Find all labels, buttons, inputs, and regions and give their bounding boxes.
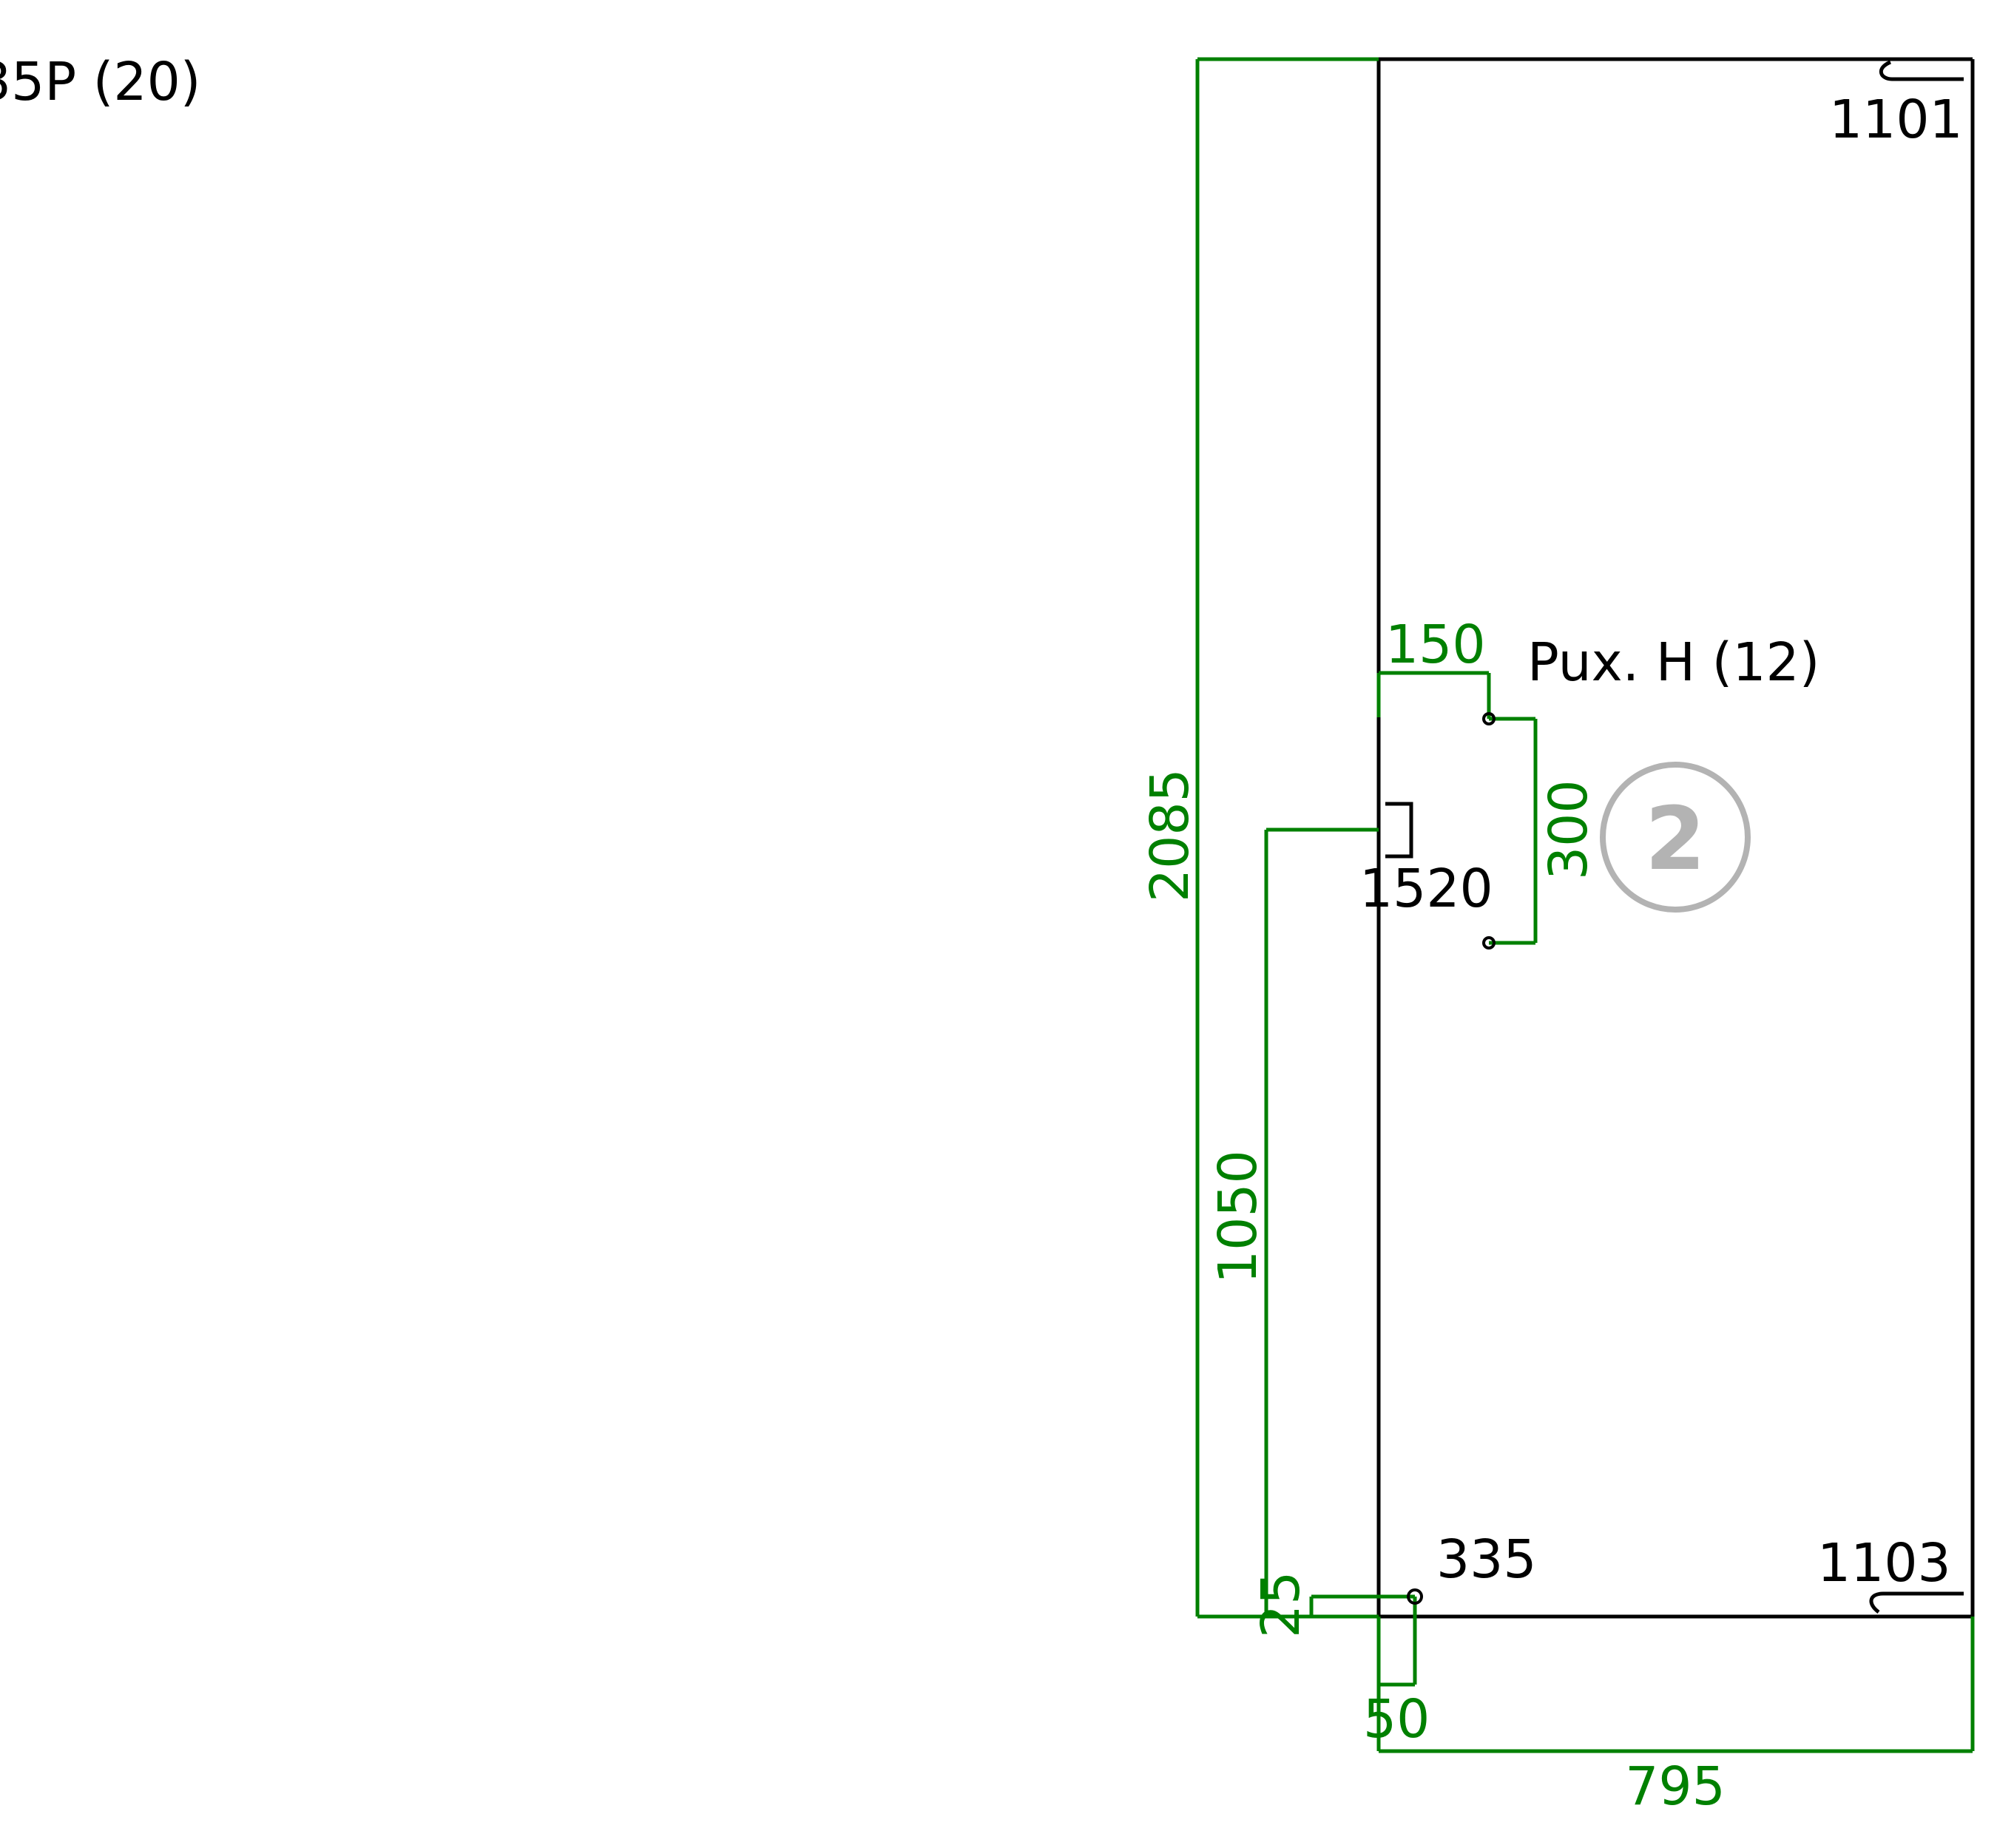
dimension-width-label: 795 (1625, 1756, 1726, 1817)
hardware-code-bottom: 1103 (1817, 1532, 1951, 1594)
dimension-handle-height (1264, 827, 1379, 1617)
lock-bracket-icon (1385, 802, 1413, 859)
dimension-width (1376, 1617, 1975, 1753)
door-panel-outline (1376, 57, 1975, 1619)
dimension-handle-offset (1376, 671, 1491, 719)
dimension-bottom-gap-label: 25 (1250, 1571, 1311, 1638)
badge-circle (1600, 762, 1751, 913)
bottom-part-point (1407, 1588, 1423, 1605)
hinge-bottom-icon (1869, 1591, 1964, 1614)
dimension-bottom-offset-label: 50 (1363, 1688, 1430, 1750)
dimension-handle-length (1489, 717, 1538, 945)
dimension-total-height (1195, 57, 1379, 1619)
bottom-part-code: 335 (1436, 1529, 1537, 1590)
hardware-code-top: 1101 (1829, 89, 1963, 150)
dimension-bottom-offset (1376, 1597, 1417, 1687)
handle-code: 1520 (1359, 858, 1493, 919)
hinge-top-icon (1879, 60, 1964, 81)
badge-number: 2 (1645, 788, 1706, 890)
dimension-bottom-gap (1264, 1594, 1415, 1617)
dimension-handle-offset-label: 150 (1385, 614, 1486, 675)
dimension-handle-height-label: 1050 (1207, 1150, 1268, 1284)
handle-top-point (1482, 712, 1496, 725)
position-badge: 2 (1600, 762, 1751, 913)
dimension-handle-length-label: 300 (1538, 779, 1599, 880)
handle-label: Pux. H (12) (1527, 632, 1819, 693)
dimension-total-height-label: 2085 (1139, 768, 1200, 902)
handle-bottom-point (1482, 936, 1496, 950)
partial-title: 35P (20) (0, 51, 200, 112)
